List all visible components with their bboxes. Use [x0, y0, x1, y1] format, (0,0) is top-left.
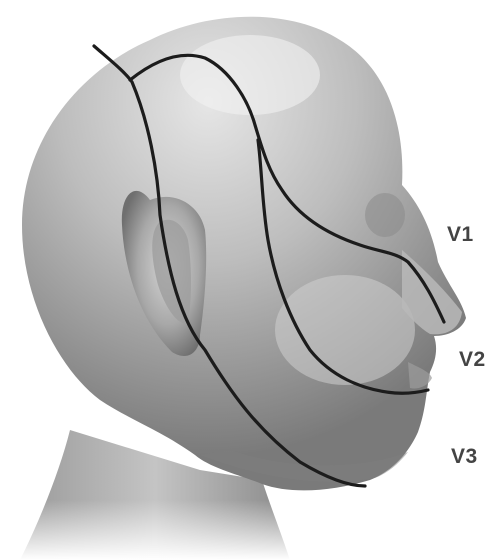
- bottom-fade: [0, 500, 499, 560]
- brow-shading: [365, 193, 405, 237]
- label-v1: V1: [447, 223, 474, 247]
- label-v2: V2: [459, 348, 486, 372]
- cheek-shading: [275, 275, 415, 385]
- label-v3: V3: [451, 445, 478, 469]
- forehead-highlight: [180, 35, 320, 115]
